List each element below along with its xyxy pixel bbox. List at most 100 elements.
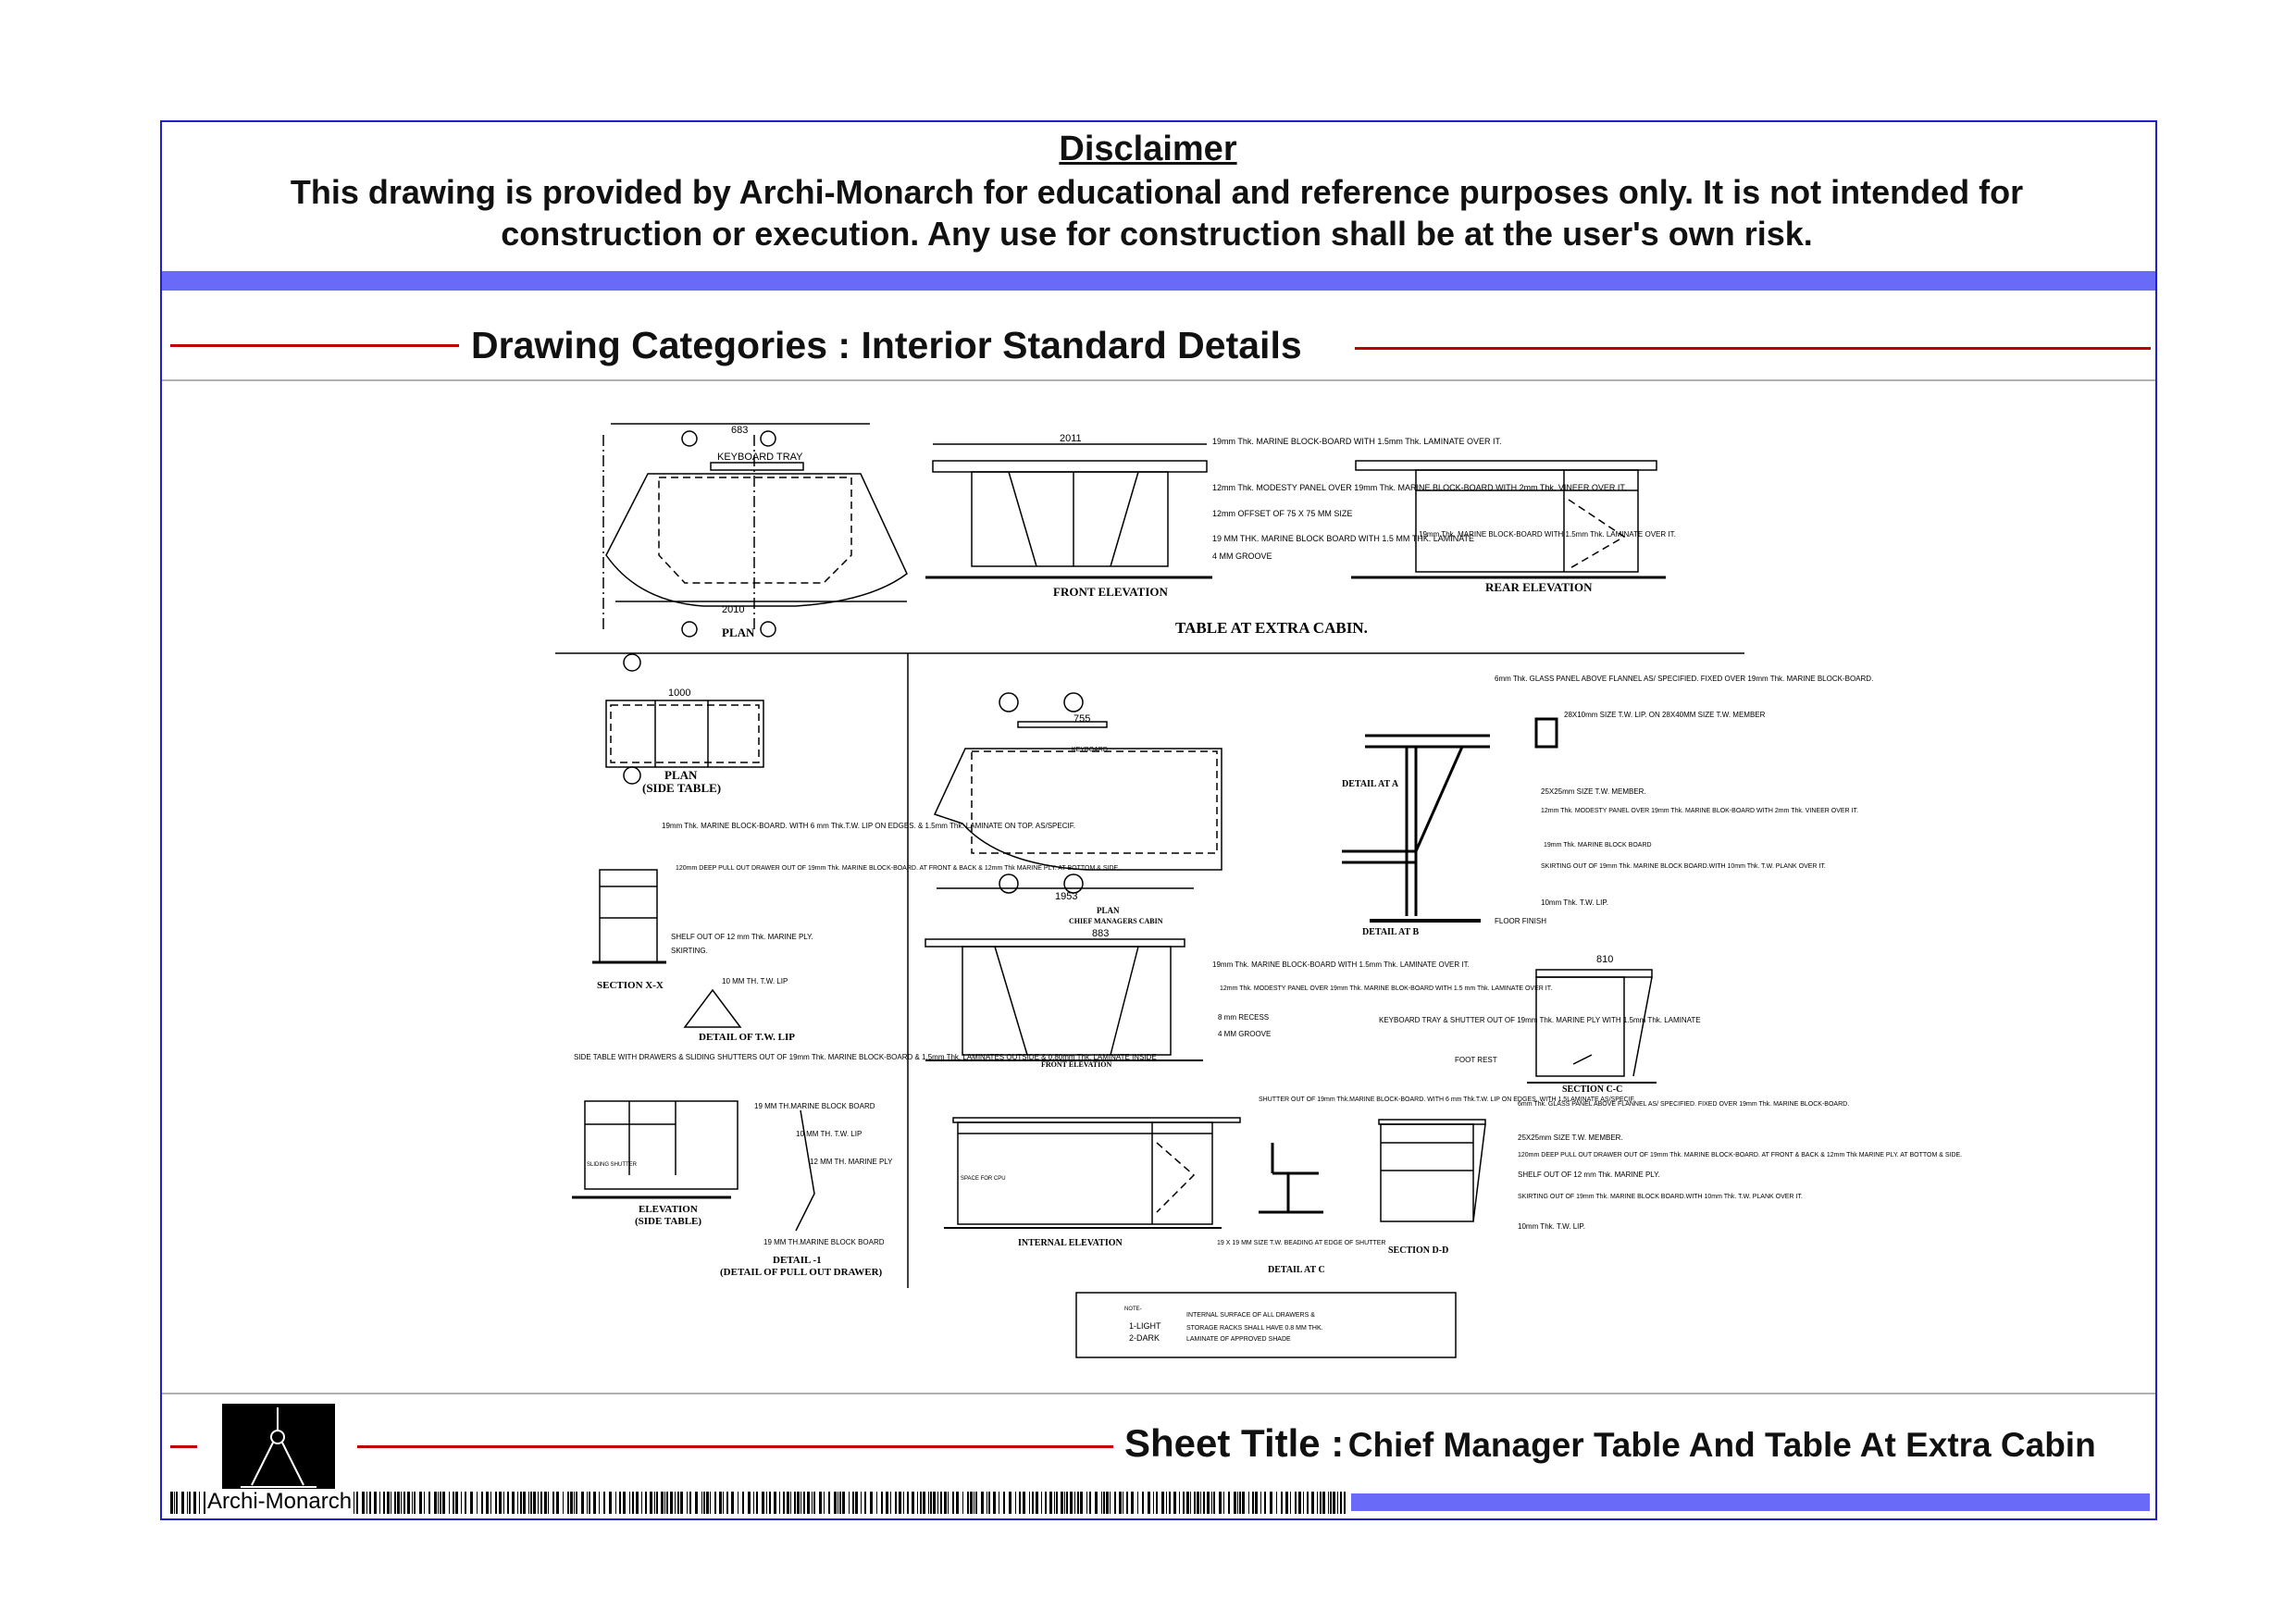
barcode-bar xyxy=(813,1492,815,1514)
sheet-title: Sheet Title : Chief Manager Table And Ta… xyxy=(1124,1421,2096,1466)
barcode-bar xyxy=(1190,1492,1191,1514)
note-box-text-3: LAMINATE OF APPROVED SHADE xyxy=(1186,1336,1291,1343)
barcode-bar xyxy=(1049,1492,1052,1514)
note-side-table-desc: SIDE TABLE WITH DRAWERS & SLIDING SHUTTE… xyxy=(574,1053,1157,1061)
footer-separator xyxy=(162,1393,2155,1394)
barcode-bar xyxy=(819,1492,822,1514)
note-skirting: SKIRTING. xyxy=(671,947,708,955)
barcode-bar xyxy=(899,1492,901,1514)
barcode-bar xyxy=(967,1492,969,1514)
barcode-bar xyxy=(552,1492,554,1514)
note-rear: 19mm Thk. MARINE BLOCK-BOARD WITH 1.5mm … xyxy=(1419,530,1676,539)
barcode-bar xyxy=(839,1492,841,1514)
view-title-plan-chief: PLAN xyxy=(1097,906,1120,915)
barcode-bar xyxy=(1223,1492,1224,1514)
barcode-bar xyxy=(797,1492,800,1514)
barcode-bar xyxy=(1281,1492,1283,1514)
view-subtitle-elevation-side-table: (SIDE TABLE) xyxy=(635,1216,701,1227)
barcode-bar xyxy=(1317,1492,1318,1514)
barcode-bar xyxy=(886,1492,888,1514)
barcode-bar xyxy=(719,1492,722,1514)
barcode-bar xyxy=(855,1492,858,1514)
view-title-front-elevation-chief: FRONT ELEVATION xyxy=(1041,1060,1111,1069)
note-groove: 4 MM GROOVE xyxy=(1212,551,1272,561)
view-subtitle-plan-side-table: (SIDE TABLE) xyxy=(642,781,721,795)
barcode-bar xyxy=(870,1492,873,1514)
barcode-bar xyxy=(615,1492,616,1514)
disclaimer-text: This drawing is provided by Archi-Monarc… xyxy=(222,171,2091,254)
barcode-bar xyxy=(956,1492,959,1514)
barcode-bar xyxy=(876,1492,877,1514)
barcode-bar xyxy=(1126,1492,1128,1514)
barcode-bar xyxy=(397,1492,400,1514)
barcode-bar xyxy=(903,1492,904,1514)
barcode-bar xyxy=(1179,1492,1180,1514)
barcode-bar xyxy=(1142,1492,1144,1514)
note-d1-lip: 10 MM TH. T.W. LIP xyxy=(796,1130,862,1138)
view-title-detail-c: DETAIL AT C xyxy=(1268,1265,1325,1275)
barcode-bar xyxy=(824,1492,825,1514)
barcode-bar xyxy=(465,1492,466,1514)
barcode-bar xyxy=(401,1492,402,1514)
barcode-bar xyxy=(923,1492,925,1514)
barcode-bar xyxy=(387,1492,390,1514)
barcode-bar xyxy=(193,1492,196,1514)
barcode-bar xyxy=(803,1492,805,1514)
barcode-bar xyxy=(1009,1492,1011,1514)
note-block-board: 19 MM THK. MARINE BLOCK BOARD WITH 1.5 M… xyxy=(1212,534,1474,543)
barcode-bar xyxy=(1064,1492,1065,1514)
barcode-bar xyxy=(576,1492,577,1514)
barcode-bar xyxy=(187,1492,188,1514)
barcode-bar xyxy=(1183,1492,1185,1514)
barcode-bar xyxy=(1252,1492,1254,1514)
dim-1953: 1953 xyxy=(1055,891,1077,902)
barcode-bar xyxy=(589,1492,590,1514)
barcode-bar xyxy=(434,1492,437,1514)
elevation-side-table xyxy=(572,1100,815,1232)
barcode-bar xyxy=(1328,1492,1329,1514)
plan-extra-cabin xyxy=(602,423,908,638)
barcode-bar xyxy=(1169,1492,1171,1514)
view-title-plan-side-table: PLAN xyxy=(664,768,698,782)
note-box-heading: NOTE- xyxy=(1124,1307,1142,1312)
barcode-bar xyxy=(650,1492,652,1514)
note-tw-lip-10mm-2: 10mm Thk. T.W. LIP. xyxy=(1518,1222,1585,1231)
barcode-bar xyxy=(1311,1492,1314,1514)
barcode-bar xyxy=(800,1492,801,1514)
barcode-bar xyxy=(783,1492,785,1514)
note-box-text-2: STORAGE RACKS SHALL HAVE 0.8 MM THK. xyxy=(1186,1325,1323,1332)
barcode-bar xyxy=(499,1492,502,1514)
barcode-bar xyxy=(1320,1492,1322,1514)
barcode-bar xyxy=(656,1492,658,1514)
barcode-bar xyxy=(756,1492,758,1514)
sheet-title-value: Chief Manager Table And Table At Extra C… xyxy=(1347,1426,2096,1464)
barcode-bar xyxy=(1080,1492,1083,1514)
barcode-bar xyxy=(174,1492,175,1514)
barcode-bar xyxy=(533,1492,536,1514)
barcode-bar xyxy=(587,1492,588,1514)
barcode-bar xyxy=(440,1492,441,1514)
barcode-bar xyxy=(962,1492,963,1514)
view-title-rear-elevation: REAR ELEVATION xyxy=(1485,580,1593,594)
note-groove-2: 4 MM GROOVE xyxy=(1218,1030,1271,1038)
detail-tw-lip xyxy=(683,988,742,1028)
barcode-bar xyxy=(574,1492,575,1514)
barcode-bar xyxy=(636,1492,639,1514)
view-title-detail-tw-lip: DETAIL OF T.W. LIP xyxy=(699,1032,795,1043)
note-tw-member: 25X25mm SIZE T.W. MEMBER. xyxy=(1541,787,1646,796)
barcode-bar xyxy=(1194,1492,1196,1514)
barcode-bar xyxy=(670,1492,673,1514)
view-title-elevation-side-table: ELEVATION xyxy=(639,1204,698,1215)
barcode-bar xyxy=(481,1492,483,1514)
note-top-laminate: 19mm Thk. MARINE BLOCK-BOARD WITH 1.5mm … xyxy=(1212,437,1502,446)
view-title-detail-b: DETAIL AT B xyxy=(1362,927,1419,937)
barcode-bar xyxy=(930,1492,932,1514)
barcode-bar xyxy=(170,1492,173,1514)
barcode-bar xyxy=(1015,1492,1016,1514)
barcode-bar xyxy=(495,1492,497,1514)
barcode-bar xyxy=(710,1492,711,1514)
barcode-bar xyxy=(1103,1492,1105,1514)
barcode-bar xyxy=(812,1492,813,1514)
barcode-bar xyxy=(952,1492,954,1514)
barcode-bar xyxy=(1166,1492,1167,1514)
